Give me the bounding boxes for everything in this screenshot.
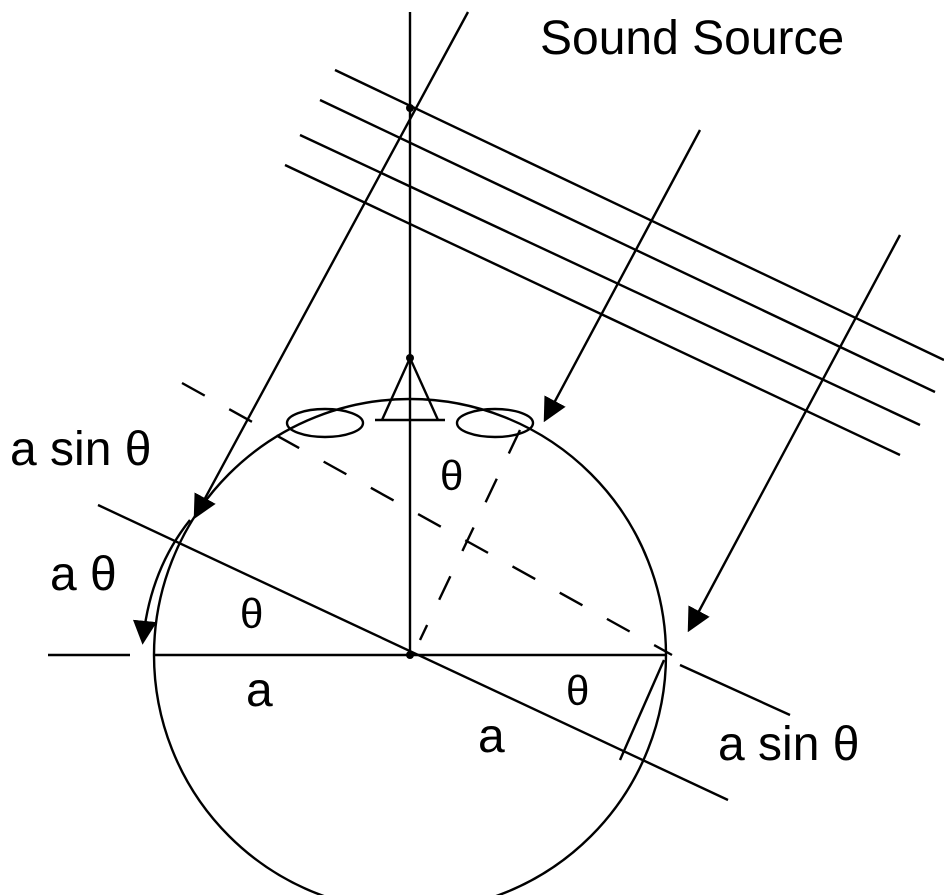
ray-arrow-middle — [543, 129, 702, 423]
dashed-line-vertical — [418, 429, 522, 641]
right-ear — [455, 407, 535, 439]
wavefront-line-2 — [319, 98, 936, 394]
theta-top-label: θ — [440, 452, 463, 499]
theta-left-label: θ — [240, 590, 263, 637]
ray-arrow-left — [193, 11, 470, 520]
wavefront-line-3 — [299, 133, 921, 427]
wavefront-line-1 — [334, 68, 944, 362]
a-sin-theta-left-label: a sin θ — [10, 423, 151, 476]
sound-source-label: Sound Source — [540, 12, 844, 65]
wavefront-line-4 — [284, 163, 901, 457]
arc-arrow-a-theta — [132, 519, 191, 645]
a-left-label: a — [246, 664, 273, 717]
right-perp-extension — [679, 663, 791, 717]
projection-segment — [618, 659, 666, 761]
dashed-line-upper — [181, 381, 673, 657]
ray-arrow-right — [687, 234, 902, 633]
a-sin-theta-right-label: a sin θ — [718, 718, 859, 771]
theta-right-label: θ — [566, 667, 589, 714]
a-theta-label: a θ — [50, 548, 117, 601]
tilted-radius-line — [97, 503, 729, 802]
a-right-label: a — [478, 710, 505, 763]
left-ear — [285, 407, 365, 439]
